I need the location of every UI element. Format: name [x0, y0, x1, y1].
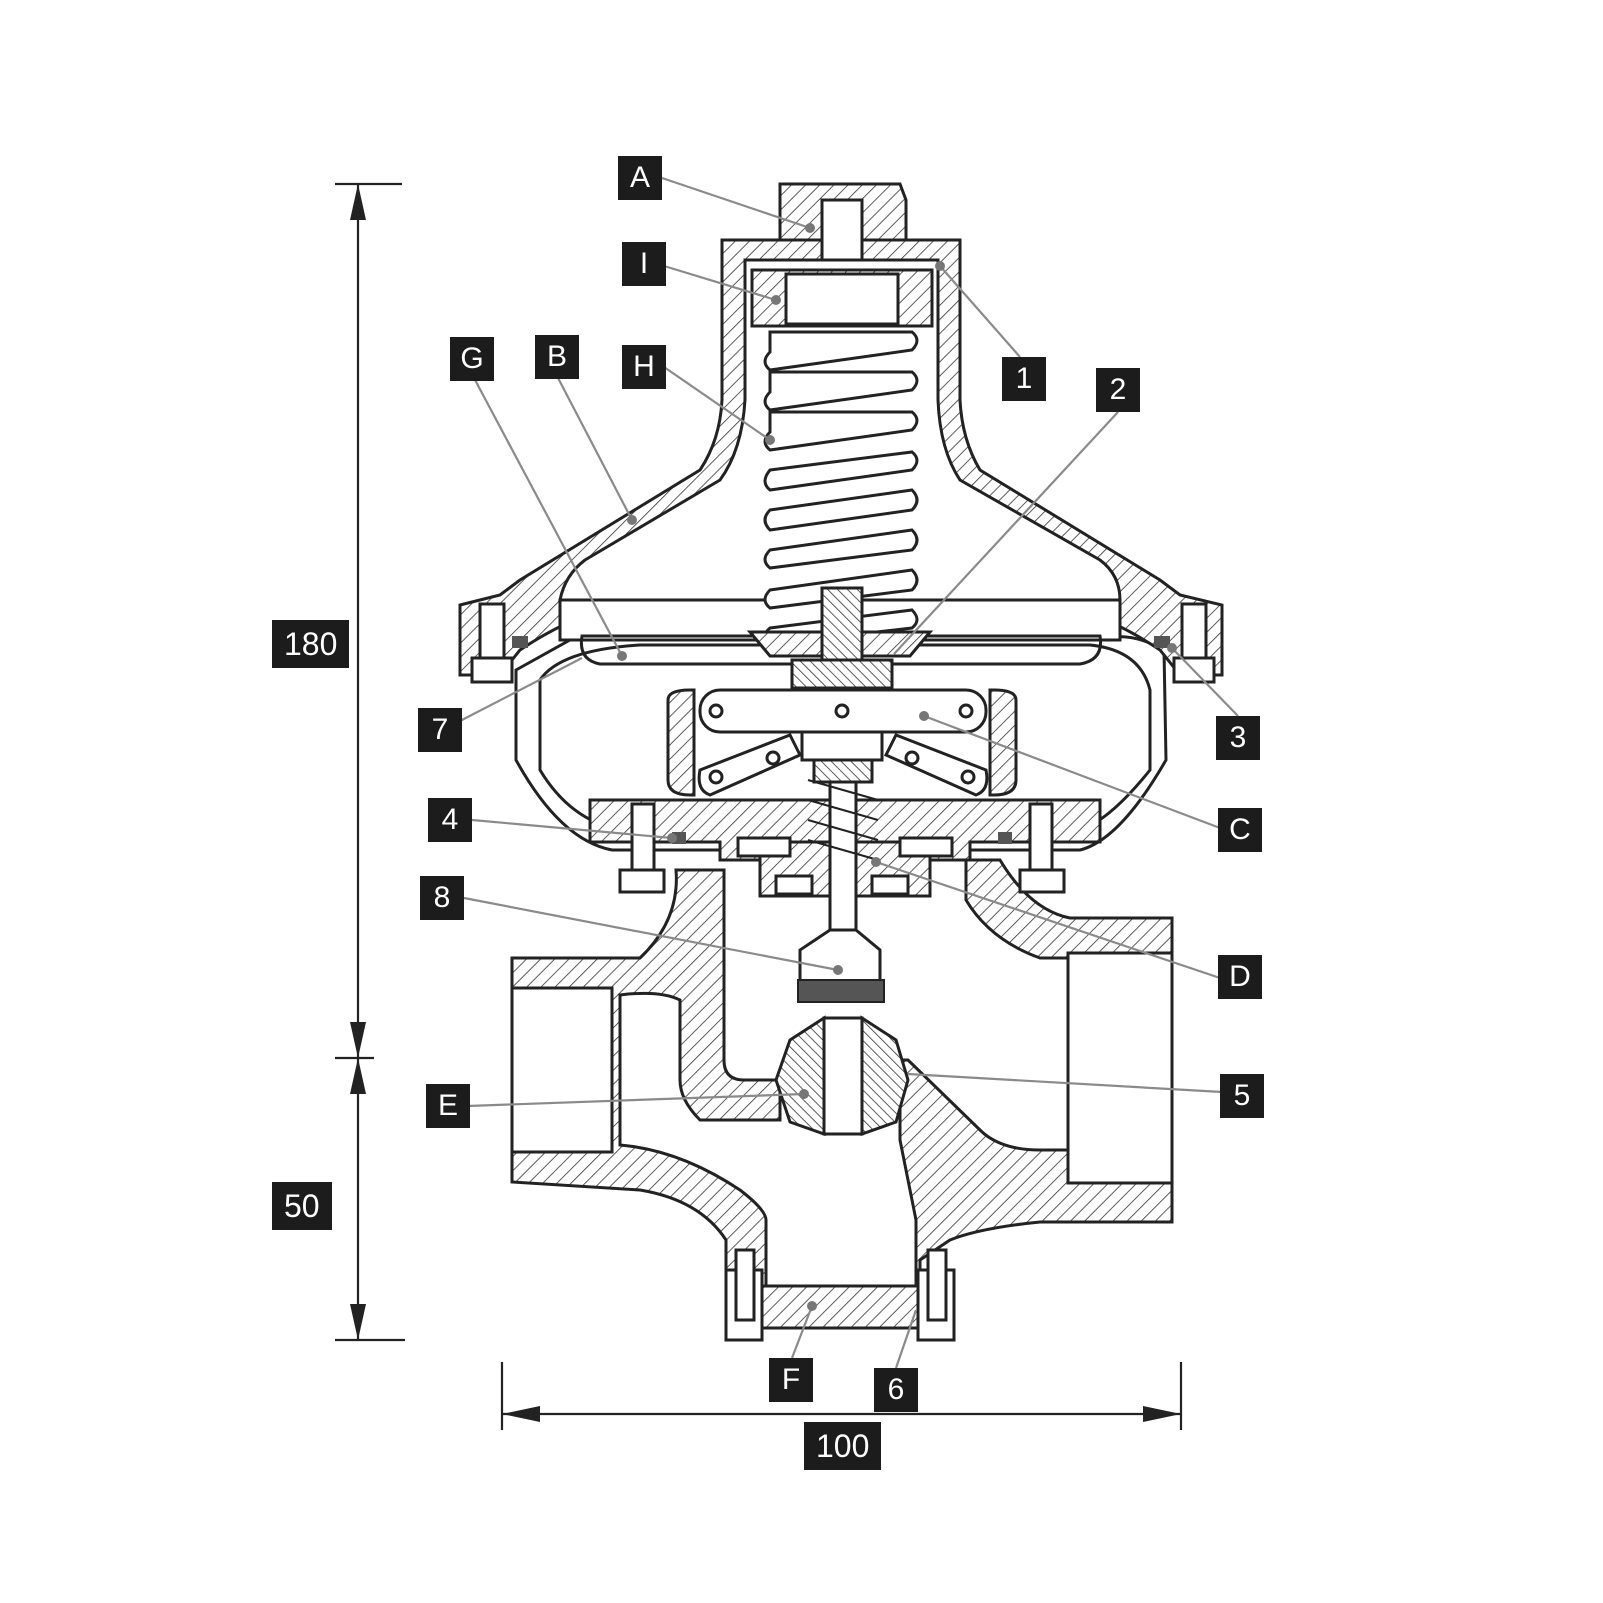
leader-lines [457, 176, 1239, 1369]
vertical-dimension-lines [335, 182, 405, 1342]
callout-h: H [622, 345, 666, 389]
horizontal-dimension-line [500, 1362, 1183, 1430]
callout-c: C [1218, 808, 1262, 852]
valve-seat [774, 1015, 910, 1137]
callout-7: 7 [418, 708, 462, 752]
valve-body [510, 858, 1174, 1342]
lever-mechanism [666, 688, 1018, 797]
valve-stem [797, 758, 885, 1003]
spring-bonnet [458, 182, 1224, 684]
callout-1: 1 [1002, 357, 1046, 401]
dimension-label-180: 180 [272, 620, 350, 668]
callout-5: 5 [1220, 1074, 1264, 1118]
dimension-label-50: 50 [272, 1182, 332, 1230]
callout-4: 4 [428, 798, 472, 842]
callout-i: I [622, 242, 666, 286]
callout-e: E [426, 1084, 470, 1128]
callout-6: 6 [874, 1368, 918, 1412]
callout-3: 3 [1216, 716, 1260, 760]
diaphragm [579, 586, 1103, 690]
callout-g: G [450, 337, 494, 381]
callout-a: A [618, 156, 662, 200]
dimension-label-100: 100 [804, 1422, 882, 1470]
callout-2: 2 [1096, 368, 1140, 412]
callout-b: B [535, 335, 579, 379]
callout-f: F [769, 1358, 813, 1402]
callout-8: 8 [420, 876, 464, 920]
callout-d: D [1218, 955, 1262, 999]
